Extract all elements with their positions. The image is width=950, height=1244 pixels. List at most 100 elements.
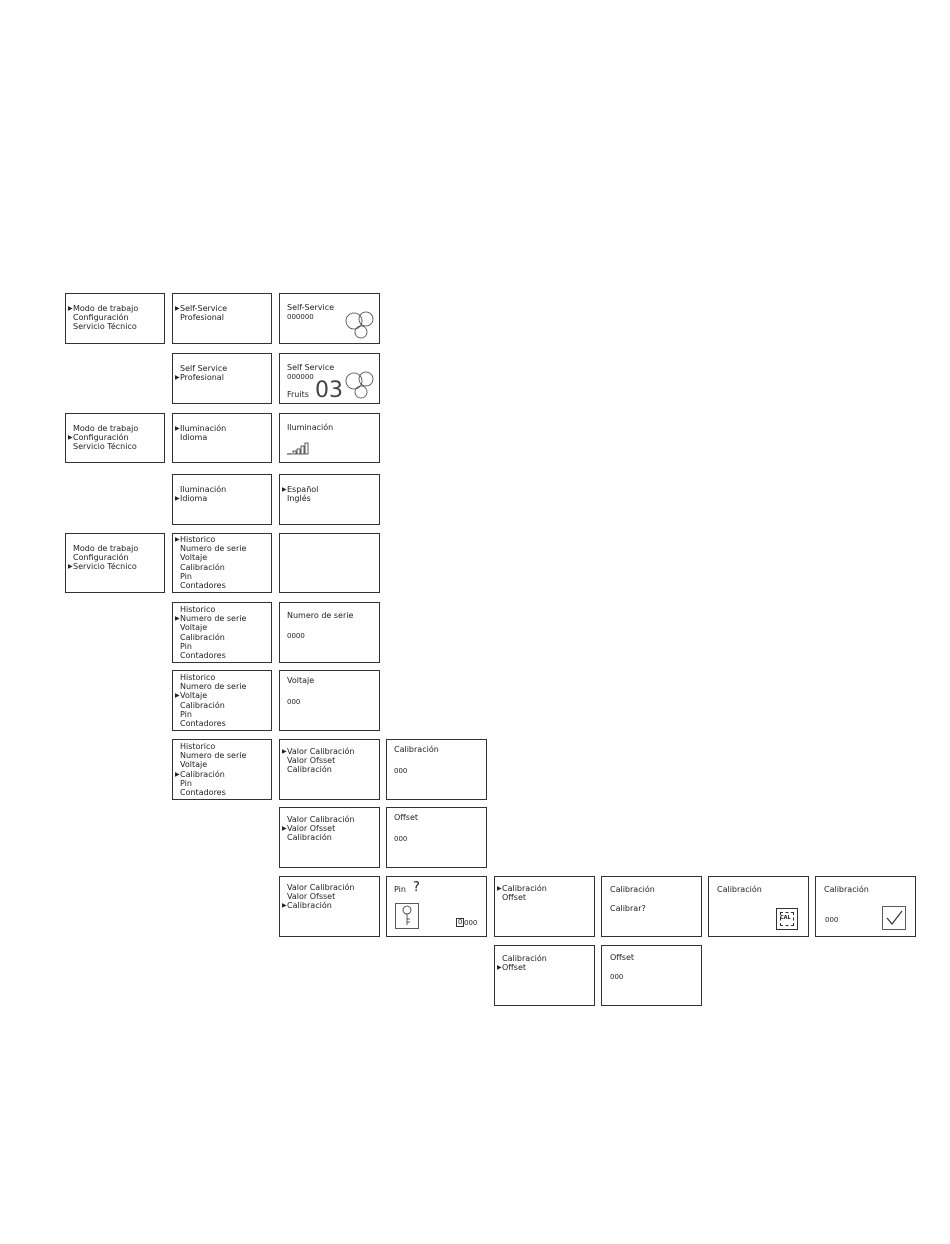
menu-item[interactable]: Numero de serie: [180, 751, 247, 761]
check-icon: [882, 906, 906, 930]
menu-list: Valor Calibración Valor Ofsset Calibraci…: [280, 883, 355, 911]
counter-value: 000000: [287, 373, 314, 381]
historico-screen: [279, 533, 380, 593]
menu-item[interactable]: Numero de serie: [180, 544, 247, 554]
pin-screen: Pin ? 0 000: [386, 876, 487, 937]
screen-title: Voltaje: [287, 676, 315, 685]
menu-item[interactable]: Modo de trabajo: [73, 424, 139, 433]
menu-item[interactable]: Valor Ofsset: [287, 756, 336, 766]
menu-item[interactable]: Pin: [180, 641, 192, 651]
menu-item[interactable]: Valor Calibración: [287, 883, 355, 892]
screen-title: Numero de serie: [287, 611, 354, 620]
menu-item[interactable]: Voltaje: [180, 760, 208, 770]
cal-icon-label: CAL: [780, 915, 791, 921]
menu-list: Historico Numero de serie Voltaje Calibr…: [173, 535, 246, 590]
menu-item[interactable]: Configuración: [73, 313, 129, 323]
menu-item[interactable]: Contadores: [180, 651, 226, 661]
menu-item[interactable]: Español: [280, 485, 318, 494]
menu-item[interactable]: Idioma: [173, 494, 226, 503]
calibrar-screen: Calibración Calibrar?: [601, 876, 702, 937]
menu-item[interactable]: Valor Calibración: [280, 747, 355, 756]
menu-item[interactable]: Calibración: [173, 770, 246, 779]
menu-item[interactable]: Valor Calibración: [287, 815, 355, 824]
fruits-icon: [345, 311, 374, 339]
menu-item[interactable]: Profesional: [173, 373, 227, 382]
menu-item[interactable]: Iluminación: [180, 485, 227, 494]
menu-list: Historico Numero de serie Voltaje Calibr…: [173, 673, 246, 728]
config-menu-2: Iluminación Idioma: [172, 474, 272, 525]
menu-list: Self Service Profesional: [173, 364, 228, 383]
fruits-icon: [345, 371, 374, 399]
menu-item[interactable]: Contadores: [180, 788, 226, 798]
screen-title: Offset: [394, 813, 419, 822]
pin-digits: 000: [464, 919, 478, 927]
menu-item[interactable]: Self-Service: [173, 304, 227, 313]
menu-item[interactable]: Iluminación: [173, 424, 226, 433]
menu-item[interactable]: Calibración: [287, 765, 332, 775]
menu-item[interactable]: Profesional: [180, 313, 224, 323]
idioma-screen: Español Inglés: [279, 474, 380, 525]
menu-item[interactable]: Self Service: [180, 364, 228, 373]
screen-title: Self-Service: [287, 303, 335, 312]
menu-item[interactable]: Offset: [502, 893, 527, 903]
serial-value: 0000: [287, 632, 305, 640]
menu-item[interactable]: Historico: [180, 742, 216, 751]
screen-title: Calibración: [717, 885, 762, 894]
menu-item[interactable]: Contadores: [180, 581, 226, 591]
menu-item[interactable]: Pin: [180, 778, 192, 788]
menu-item[interactable]: Servicio Técnico: [66, 562, 138, 571]
menu-item[interactable]: Calibración: [180, 700, 225, 710]
menu-item[interactable]: Voltaje: [173, 691, 246, 700]
menu-item[interactable]: Calibración: [287, 833, 332, 843]
menu-item[interactable]: Pin: [180, 571, 192, 581]
root-menu-servicio: Modo de trabajo Configuración Servicio T…: [65, 533, 165, 593]
menu-item[interactable]: Inglés: [287, 494, 311, 504]
menu-item[interactable]: Offset: [495, 963, 547, 972]
pin-question: ?: [413, 880, 420, 895]
menu-item[interactable]: Calibración: [280, 901, 355, 910]
menu-item[interactable]: Pin: [180, 709, 192, 719]
menu-item[interactable]: Configuración: [73, 553, 129, 563]
menu-item[interactable]: Calibración: [495, 884, 547, 893]
pin-digit-cursor[interactable]: 0: [456, 918, 465, 927]
menu-item[interactable]: Calibración: [180, 562, 225, 572]
screen-title: Calibración: [610, 885, 655, 894]
screen-title: Iluminación: [287, 423, 334, 432]
menu-item[interactable]: Modo de trabajo: [73, 544, 139, 553]
menu-list: Modo de trabajo Configuración Servicio T…: [66, 544, 138, 572]
offset-value: 000: [610, 973, 624, 981]
menu-item[interactable]: Historico: [180, 673, 216, 682]
voltaje-screen: Voltaje 000: [279, 670, 380, 731]
screen-title: Calibración: [394, 745, 439, 754]
menu-item[interactable]: Historico: [180, 605, 216, 614]
menu-item[interactable]: Valor Ofsset: [280, 824, 355, 833]
menu-item[interactable]: Voltaje: [180, 623, 208, 633]
menu-item[interactable]: Servicio Técnico: [73, 322, 137, 332]
menu-item[interactable]: Contadores: [180, 719, 226, 729]
menu-item[interactable]: Voltaje: [180, 553, 208, 563]
calib-value-screen: Calibración 000: [386, 739, 487, 800]
calib-menu-2: Valor Calibración Valor Ofsset Calibraci…: [279, 807, 380, 868]
screen-title: Pin: [394, 885, 406, 894]
menu-item[interactable]: Valor Ofsset: [287, 892, 336, 902]
menu-item[interactable]: Calibración: [502, 954, 547, 963]
iluminacion-screen: Iluminación: [279, 413, 380, 463]
menu-item[interactable]: Historico: [173, 535, 246, 544]
self-service-screen: Self-Service 000000: [279, 293, 380, 344]
menu-item[interactable]: Numero de serie: [173, 614, 246, 623]
service-menu-3: Historico Numero de serie Voltaje Calibr…: [172, 670, 272, 731]
product-name: Fruits: [287, 390, 309, 399]
menu-list: Valor Calibración Valor Ofsset Calibraci…: [280, 747, 355, 775]
menu-list: Calibración Offset: [495, 884, 547, 902]
menu-item[interactable]: Calibración: [180, 632, 225, 642]
counter-value: 000000: [287, 313, 314, 321]
menu-item[interactable]: Configuración: [66, 433, 138, 442]
menu-item[interactable]: Numero de serie: [180, 682, 247, 692]
calibrating-screen: Calibración CAL: [708, 876, 809, 937]
menu-item[interactable]: Idioma: [180, 433, 208, 443]
offset-value: 000: [394, 835, 408, 843]
menu-item[interactable]: Servicio Técnico: [73, 442, 137, 452]
menu-item[interactable]: Modo de trabajo: [66, 304, 138, 313]
service-menu-1: Historico Numero de serie Voltaje Calibr…: [172, 533, 272, 593]
calib-menu-3: Valor Calibración Valor Ofsset Calibraci…: [279, 876, 380, 937]
